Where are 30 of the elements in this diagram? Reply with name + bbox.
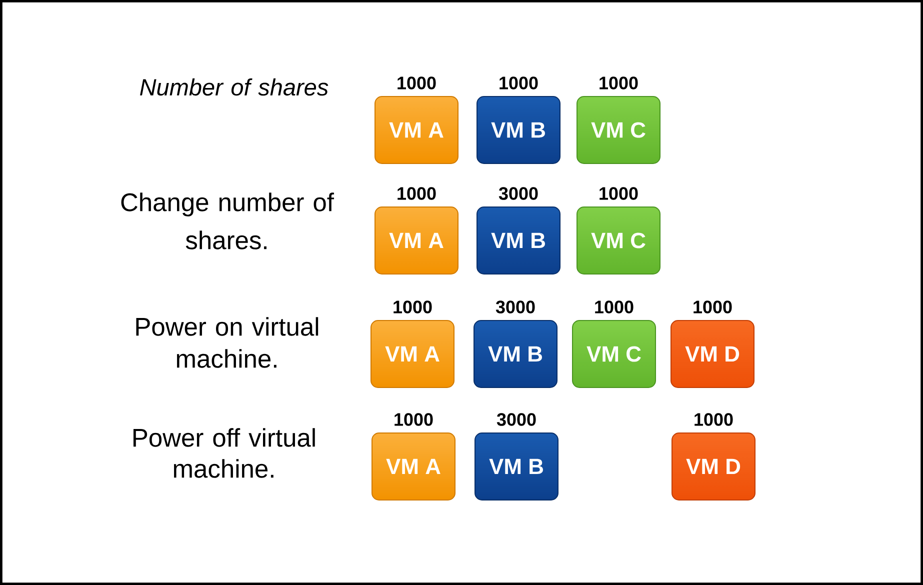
- share-count: 3000: [498, 187, 538, 200]
- share-count: 1000: [595, 300, 634, 314]
- row-label: Number of shares: [140, 78, 328, 96]
- share-count: 3000: [496, 300, 535, 314]
- vm-box: VM B: [476, 206, 560, 274]
- row-label: Change number of shares.: [121, 192, 334, 250]
- share-count: 1000: [398, 76, 436, 90]
- share-count: 1000: [694, 413, 733, 426]
- vm-box: VM C: [576, 206, 660, 274]
- vm-box: VM D: [670, 320, 754, 388]
- share-count: 1000: [600, 76, 638, 90]
- share-count: 1000: [694, 300, 732, 314]
- row-label: Power off virtual machine.: [134, 428, 315, 478]
- vm-box: VM B: [474, 320, 558, 388]
- vm-box: VM C: [576, 96, 660, 164]
- vm-box: VM A: [372, 432, 456, 500]
- vm-box: VM D: [672, 432, 756, 500]
- share-count: 1000: [394, 300, 432, 314]
- vm-box: VM A: [374, 96, 458, 164]
- vm-box: VM B: [474, 432, 558, 500]
- vm-box: VM A: [374, 206, 458, 274]
- share-count: 3000: [496, 413, 536, 426]
- share-count: 1000: [600, 187, 638, 200]
- row-label: Power on virtual machine.: [136, 317, 318, 368]
- vm-box: VM B: [476, 96, 560, 164]
- share-count: 1000: [500, 76, 538, 90]
- vm-box: VM C: [572, 320, 656, 388]
- vm-box: VM A: [370, 320, 454, 388]
- share-count: 1000: [398, 187, 436, 200]
- share-count: 1000: [394, 413, 433, 426]
